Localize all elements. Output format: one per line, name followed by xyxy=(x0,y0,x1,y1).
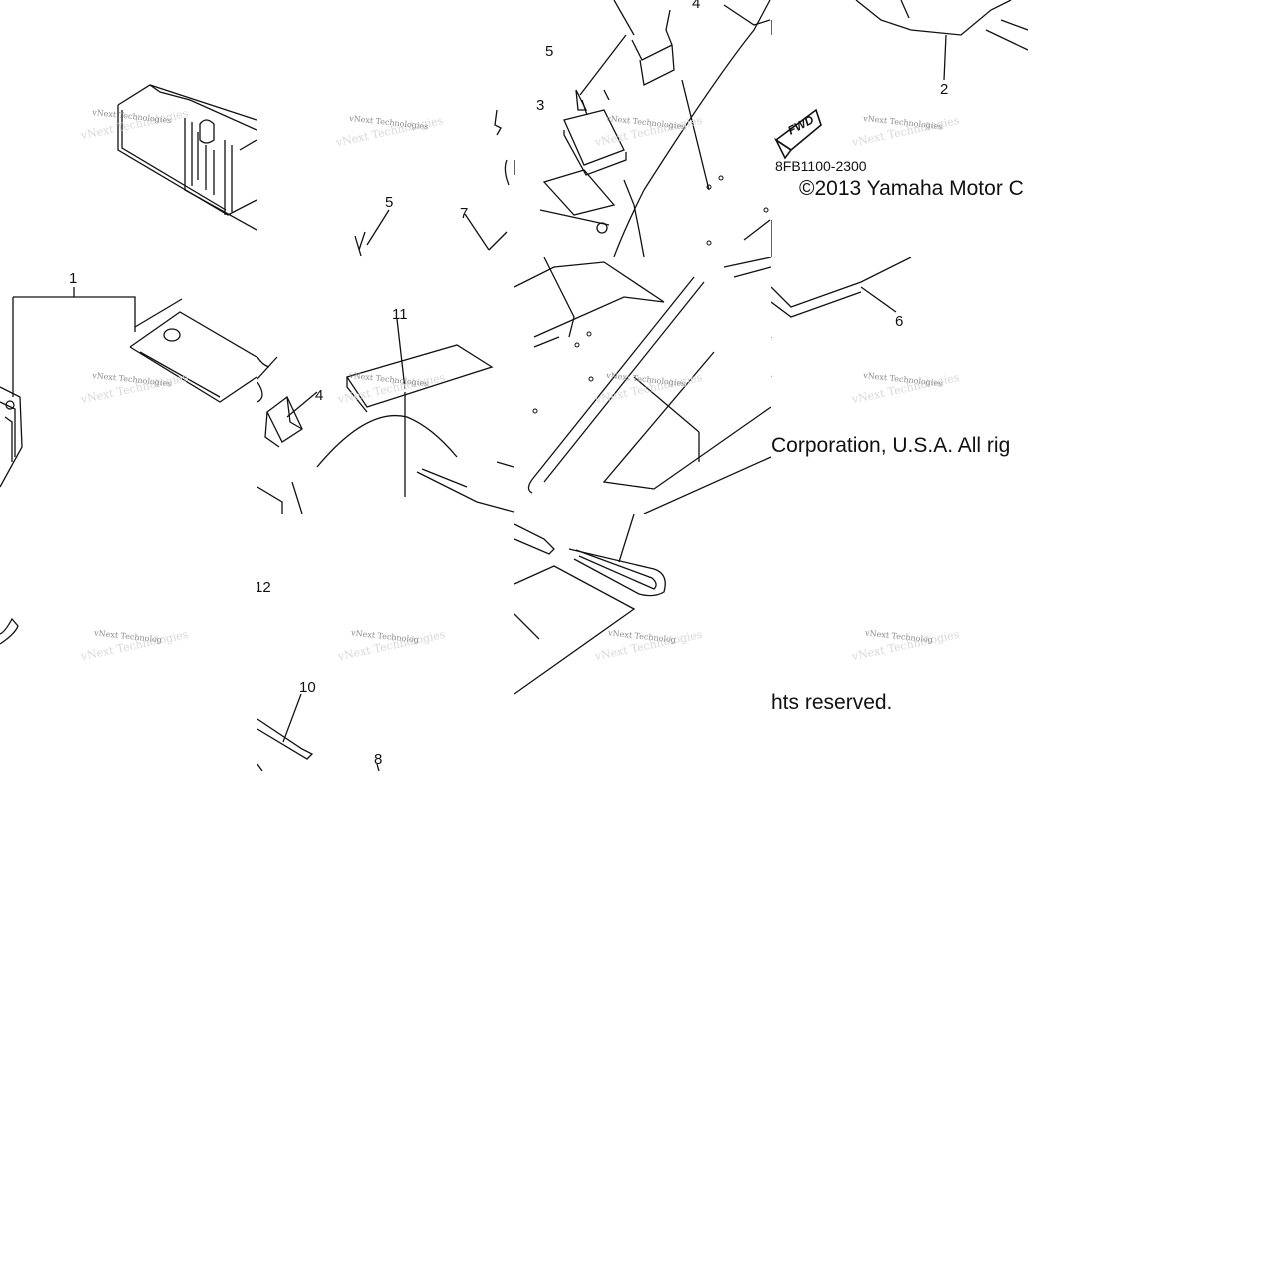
callout-10: 10 xyxy=(299,679,316,696)
callout-7: 7 xyxy=(460,205,469,222)
callout-5: 5 xyxy=(385,194,394,211)
diagram-tile-1-1: vNext Technologies vNext Technologies xyxy=(0,0,257,257)
callout-3: 3 xyxy=(536,97,545,114)
diagram-tile-3-4: hts reserved. vNext Technologies vNext T… xyxy=(771,514,1028,771)
copyright-line-3: hts reserved. xyxy=(771,691,893,714)
callout-4: 4 xyxy=(692,0,701,12)
diagram-tile-2-3: 9 vNext Technologies vNext Technologies xyxy=(514,257,771,514)
callout-1: 1 xyxy=(69,270,78,287)
diagram-tile-2-1: 1 vNext Technologies vNext Technologies xyxy=(0,257,257,514)
diagram-tile-3-1: vNext Technologies vNext Technolog xyxy=(0,514,257,771)
copyright-line-1: ©2013 Yamaha Motor C xyxy=(799,177,1024,200)
diagram-tile-2-2: 5 4 11 vNext Technologies vNext Technolo… xyxy=(257,257,514,514)
diagram-tile-3-2: 12 10 8 vNext Technologies vNext Technol… xyxy=(257,514,514,771)
callout-2: 2 xyxy=(940,81,949,98)
copyright-line-2: Corporation, U.S.A. All rig xyxy=(771,434,1011,457)
ladder-pad-drawing xyxy=(117,84,257,231)
diagram-tile-3-3: vNext Technologies vNext Technolog xyxy=(514,514,771,771)
callout-6: 6 xyxy=(895,313,904,330)
callout-4: 4 xyxy=(315,387,324,404)
callout-9: 9 xyxy=(558,257,566,260)
diagram-tile-1-3: 3 5 4 vNext Technologies vNext Technolog… xyxy=(514,0,771,257)
diagram-tile-1-4: FWD 2 8FB1100-2300 ©2013 Yamaha Motor C … xyxy=(771,0,1028,257)
callout-8: 8 xyxy=(374,751,383,768)
callout-12: 12 xyxy=(257,579,271,596)
diagram-tile-1-2: 5 7 vNext Technologies vNext Technologie… xyxy=(257,0,514,257)
callout-11: 11 xyxy=(392,306,408,323)
diagram-code: 8FB1100-2300 xyxy=(775,158,867,174)
diagram-tile-2-4: 6 Corporation, U.S.A. All rig vNext Tech… xyxy=(771,257,1028,514)
callout-5: 5 xyxy=(545,43,554,60)
